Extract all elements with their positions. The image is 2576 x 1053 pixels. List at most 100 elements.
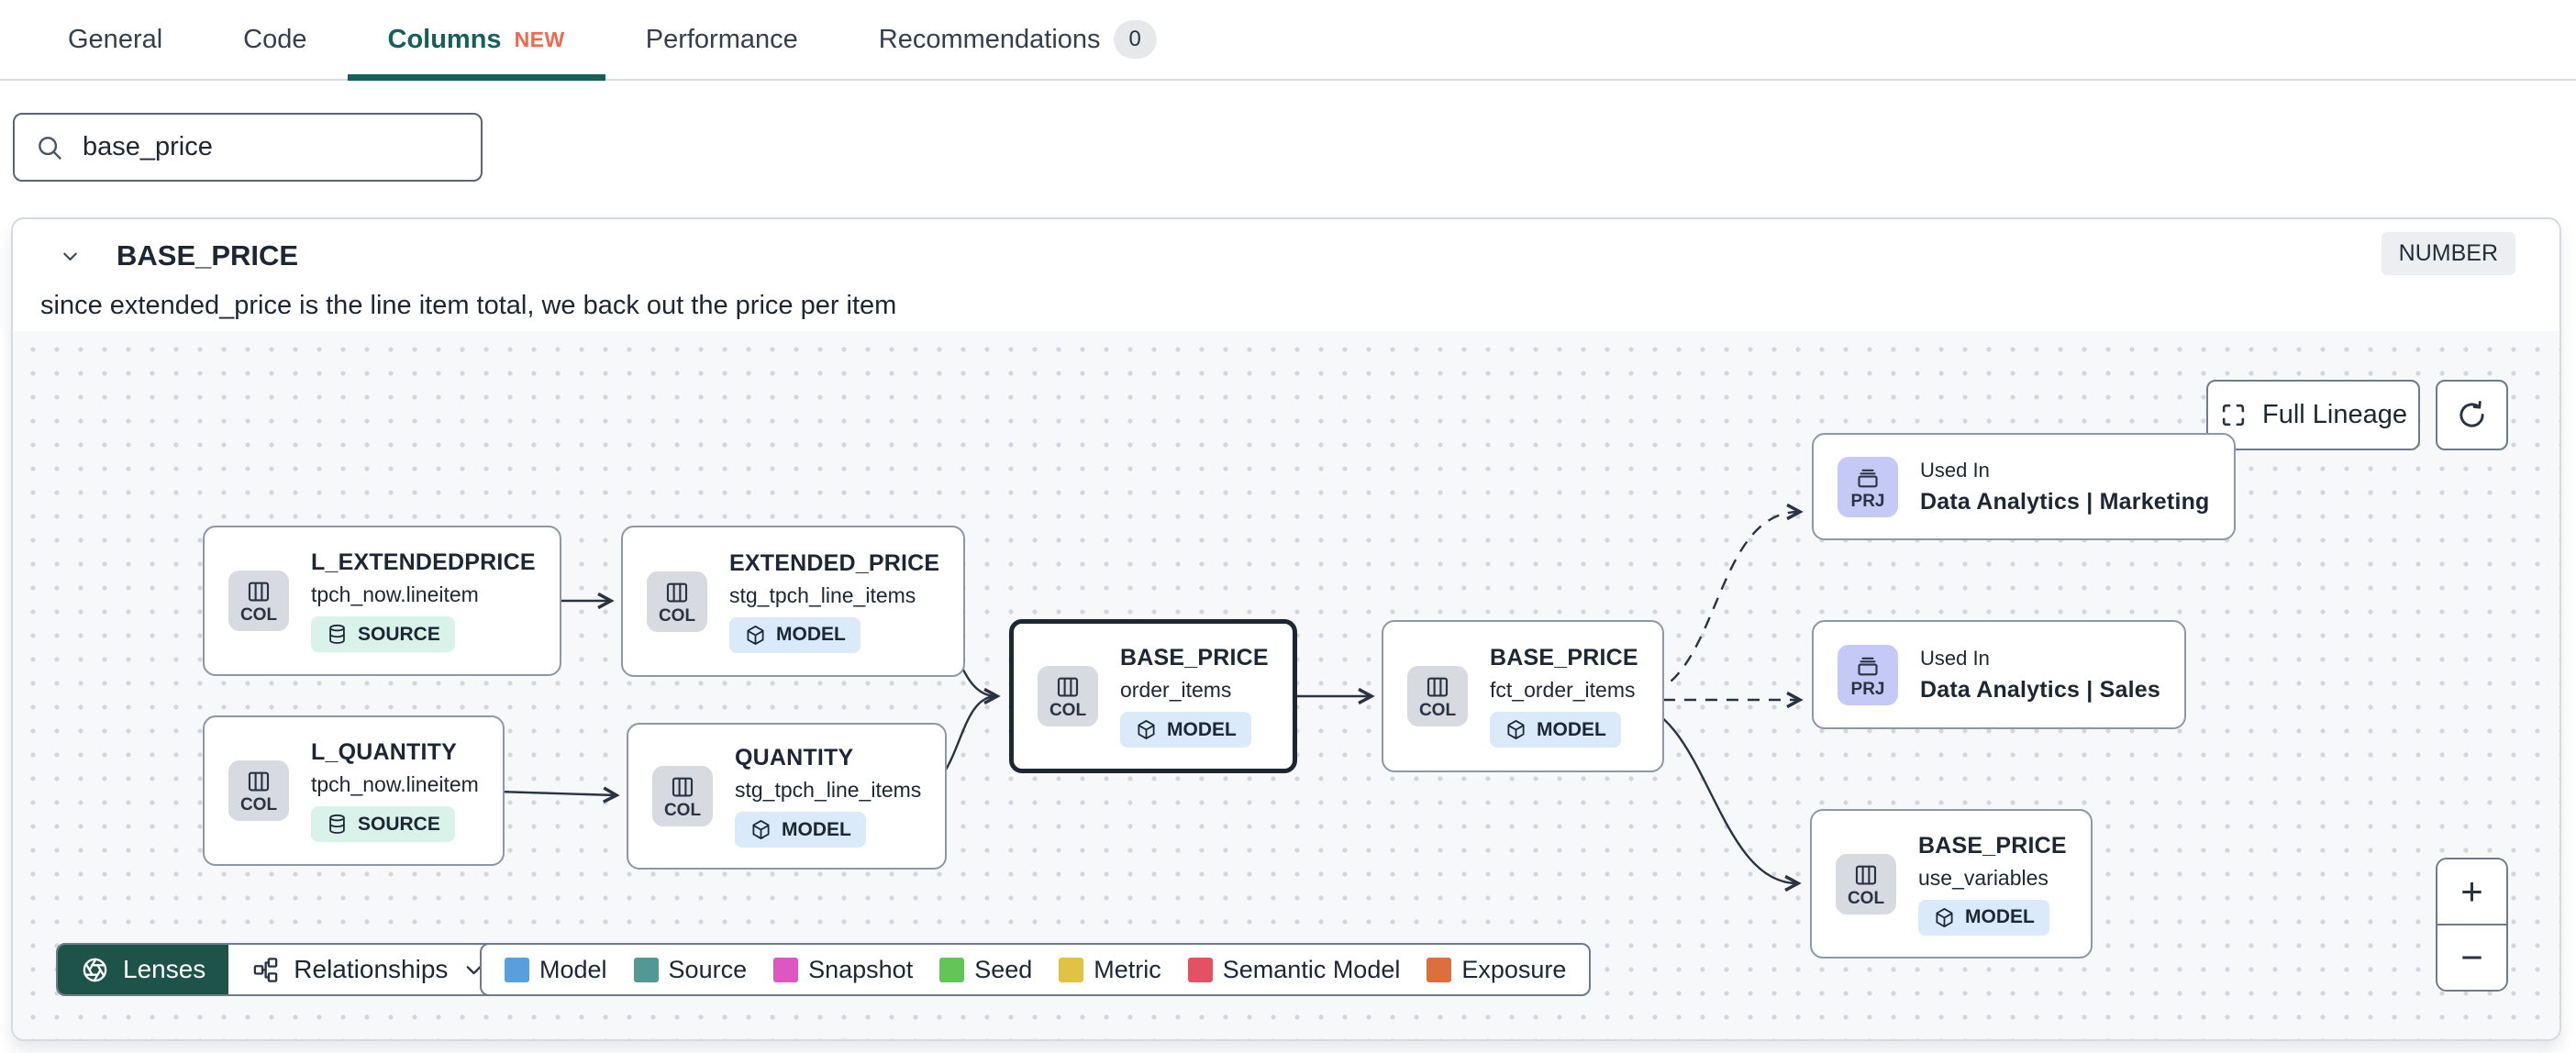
column-name: BASE_PRICE <box>117 239 299 272</box>
legend-color-swatch <box>1059 957 1084 982</box>
node-type-badge: MODEL <box>735 812 866 848</box>
node-badge-label: MODEL <box>1965 906 2035 927</box>
node-title: Data Analytics | Sales <box>1920 676 2160 703</box>
project-icon <box>1854 464 1882 492</box>
column-chip: COL <box>1407 666 1468 726</box>
legend-label: Exposure <box>1461 955 1567 983</box>
node-subtitle: stg_tpch_line_items <box>735 778 922 802</box>
cube-icon <box>1933 906 1956 929</box>
node-badge-label: MODEL <box>1537 718 1606 740</box>
legend-label: Snapshot <box>808 955 914 983</box>
tab-code[interactable]: Code <box>203 0 347 79</box>
tab-label: Recommendations <box>878 24 1101 54</box>
node-subtitle: use_variables <box>1918 865 2049 890</box>
columns-icon <box>669 773 696 801</box>
legend-item-metric: Metric <box>1059 956 1161 984</box>
tab-label: Code <box>243 24 307 54</box>
relationships-label: Relationships <box>294 955 449 983</box>
chip-label: COL <box>658 605 696 626</box>
chip-label: COL <box>1418 701 1457 720</box>
node-title: Data Analytics | Marketing <box>1920 488 2210 515</box>
column-chip: COL <box>228 760 289 821</box>
column-search[interactable] <box>13 113 483 182</box>
legend-item-semantic-model: Semantic Model <box>1187 955 1401 984</box>
cube-icon <box>749 818 772 841</box>
tab-count-badge: 0 <box>1113 20 1157 59</box>
search-icon <box>35 133 64 162</box>
cube-icon <box>1135 718 1158 741</box>
aperture-icon <box>81 956 109 984</box>
node-badge-label: SOURCE <box>358 623 440 645</box>
chip-label: COL <box>663 801 702 820</box>
lenses-button[interactable]: Lenses <box>58 945 229 994</box>
columns-icon <box>663 579 691 606</box>
node-title: L_EXTENDEDPRICE <box>311 549 536 575</box>
legend-label: Semantic Model <box>1222 955 1401 983</box>
node-kicker: Used In <box>1920 646 1990 670</box>
legend-item-seed: Seed <box>939 956 1032 984</box>
node-title: BASE_PRICE <box>1120 645 1269 671</box>
tab-new-badge: NEW <box>514 27 565 51</box>
legend-color-swatch <box>1187 957 1213 982</box>
node-title: BASE_PRICE <box>1490 645 1638 671</box>
tab-recommendations[interactable]: Recommendations 0 <box>838 0 1197 79</box>
database-icon <box>326 623 349 646</box>
cube-icon <box>1505 718 1527 741</box>
legend-item-source: Source <box>633 956 747 984</box>
tab-label: Performance <box>645 24 798 54</box>
columns-icon <box>1424 673 1451 701</box>
node-type-badge: MODEL <box>1120 712 1251 748</box>
node-subtitle: stg_tpch_line_items <box>729 582 916 607</box>
node-title: EXTENDED_PRICE <box>729 549 940 576</box>
collapse-chevron-icon[interactable] <box>59 245 82 268</box>
full-lineage-button[interactable]: Full Lineage <box>2206 380 2420 450</box>
node-badge-label: MODEL <box>1167 718 1237 740</box>
node-type-badge: MODEL <box>1490 712 1621 748</box>
legend-color-swatch <box>939 957 965 982</box>
tab-label: General <box>68 24 163 54</box>
database-icon <box>326 813 349 836</box>
legend-label: Seed <box>974 955 1033 983</box>
node-subtitle: order_items <box>1120 678 1232 702</box>
legend-color-swatch <box>773 957 799 982</box>
column-chip: COL <box>1038 666 1098 726</box>
refresh-button[interactable] <box>2436 380 2508 450</box>
node-type-badge: MODEL <box>729 616 861 653</box>
node-used_in_sales[interactable]: PRJ Used In Data Analytics | Sales <box>1812 620 2186 729</box>
node-subtitle: tpch_now.lineitem <box>311 772 479 796</box>
tab-performance[interactable]: Performance <box>605 0 838 79</box>
node-type-badge: SOURCE <box>311 616 455 652</box>
full-lineage-label: Full Lineage <box>2262 400 2407 429</box>
columns-icon <box>1054 673 1082 701</box>
zoom-in-button[interactable]: + <box>2437 859 2506 926</box>
zoom-controls: + − <box>2436 858 2508 992</box>
node-kicker: Used In <box>1920 458 1990 482</box>
chip-label: PRJ <box>1850 679 1885 699</box>
relationships-dropdown[interactable]: Relationships <box>228 945 509 994</box>
lenses-control-group: Lenses Relationships <box>56 943 512 996</box>
zoom-out-button[interactable]: − <box>2437 926 2506 990</box>
cube-icon <box>744 624 767 647</box>
legend-color-swatch <box>1427 957 1452 982</box>
legend-item-exposure: Exposure <box>1427 956 1566 984</box>
node-badge-label: MODEL <box>782 818 851 840</box>
legend-color-swatch <box>633 957 659 982</box>
tab-general[interactable]: General <box>28 0 203 79</box>
legend-item-snapshot: Snapshot <box>773 956 913 984</box>
legend-label: Metric <box>1094 955 1161 983</box>
chip-label: COL <box>239 795 278 815</box>
search-input[interactable] <box>81 131 461 163</box>
column-description: since extended_price is the line item to… <box>40 291 897 320</box>
node-title: BASE_PRICE <box>1918 832 2067 859</box>
